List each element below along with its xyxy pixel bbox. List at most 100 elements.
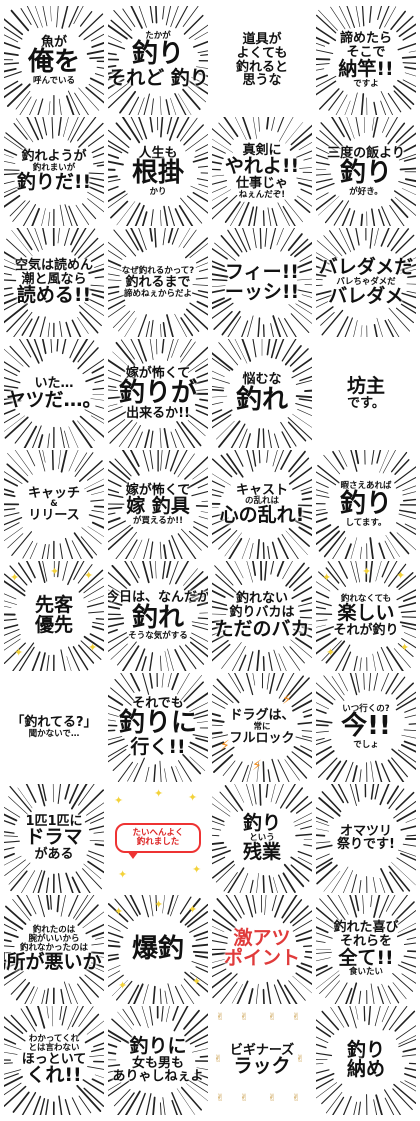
sticker-10[interactable]: なぜ釣れるかって?釣れるまで諦めねぇからだよ	[108, 228, 208, 338]
ray-line	[41, 208, 46, 227]
ray-line	[227, 867, 245, 893]
ray-line	[91, 961, 104, 968]
sticker-22[interactable]: 今日は、なんだか釣れそうな気がする	[108, 561, 208, 671]
sticker-39[interactable]: ✌✌✌✌✌✌✌✌✌✌ビギナーズラック	[212, 1006, 312, 1115]
sparkle-icon: ✦	[362, 564, 372, 578]
sticker-7[interactable]: 真剣にやれよ!!仕事じゃねぇんだぞ!	[212, 117, 312, 227]
sticker-36[interactable]: 釣れた喜びそれらを全て!!食いたい	[316, 894, 416, 1004]
sticker-21[interactable]: ✦✦✦✦✦先客優先	[4, 561, 104, 671]
ray-line	[288, 528, 310, 548]
sticker-5[interactable]: 釣れようが釣れまいが釣りだ!!	[4, 117, 104, 227]
ray-line	[276, 561, 285, 578]
sticker-19[interactable]: キャストの乱れは心の乱れ!	[212, 450, 312, 560]
sticker-9[interactable]: 空気は読めん潮と風なら読める!!	[4, 228, 104, 338]
sticker-17[interactable]: キャッチ&リリース	[4, 450, 104, 560]
sticker-6[interactable]: 人生も根掛かり	[108, 117, 208, 227]
ray-line	[212, 917, 232, 932]
ray-line	[404, 706, 416, 713]
sticker-27[interactable]: ⚡⚡⚡ドラグは、常にフルロック	[212, 672, 312, 782]
ray-line	[50, 6, 52, 22]
ray-line	[88, 595, 104, 603]
sticker-25[interactable]: 「釣れてる?」聞かないで…	[4, 673, 104, 782]
sticker-32[interactable]: オマツリ祭りです!	[316, 783, 416, 893]
ray-line	[316, 719, 333, 724]
sticker-37[interactable]: わかってくれとは言わないほっといてくれ!!	[4, 1005, 104, 1115]
ray-line	[88, 514, 104, 521]
sticker-18[interactable]: 嫁が怖くて嫁 釣具が買えるか!!	[108, 450, 208, 560]
sticker-line: 1匹1匹に	[25, 813, 83, 829]
sticker-28[interactable]: いつ行くの?今!!でしょ	[316, 672, 416, 782]
ray-line	[304, 389, 312, 393]
ray-line	[212, 834, 220, 836]
ray-line	[91, 942, 104, 946]
sticker-14[interactable]: 嫁が怖くて釣りが出来るか!!	[108, 339, 208, 449]
ray-line	[92, 152, 104, 159]
ray-line	[108, 572, 128, 590]
ray-line	[212, 265, 228, 273]
ray-line	[212, 507, 219, 509]
ray-line	[402, 485, 416, 492]
ray-line	[304, 955, 312, 959]
ray-line	[212, 189, 232, 201]
ray-line	[51, 1005, 54, 1027]
sticker-29[interactable]: 1匹1匹にドラマがある	[4, 783, 104, 893]
ray-line	[135, 1092, 146, 1115]
ray-line	[397, 922, 416, 933]
ray-line	[143, 93, 150, 116]
ray-line	[295, 637, 312, 651]
sticker-line: 釣りに	[129, 1034, 187, 1057]
sticker-31[interactable]: 釣りという残業	[212, 783, 312, 893]
ray-line	[108, 527, 134, 551]
sticker-4[interactable]: 諦めたらそこで納竿!!ですよ	[316, 6, 416, 116]
ray-line	[108, 175, 118, 179]
sticker-26[interactable]: それでも釣りに行く!!	[108, 672, 208, 782]
ray-line	[321, 1010, 340, 1031]
sticker-line: 嫁 釣具	[126, 495, 190, 518]
ray-line	[350, 450, 358, 473]
sticker-20[interactable]: 暇さえあれば釣りしてます。	[316, 450, 416, 560]
sticker-40[interactable]: 釣り納め	[316, 1005, 416, 1115]
sticker-33[interactable]: 釣れたのは腕がいいから釣れなかったのは場所が悪いから	[4, 894, 104, 1004]
sticker-12[interactable]: バレダメだバレちゃダメだバレダメ	[316, 228, 416, 338]
ray-line	[6, 463, 29, 484]
sticker-2[interactable]: たかが釣りそれど 釣り	[108, 6, 208, 116]
ray-line	[189, 243, 208, 259]
sticker-38[interactable]: 釣りに女も男もありゃしねぇよ	[108, 1005, 208, 1115]
ray-line	[71, 319, 82, 338]
sticker-34[interactable]: ✦✦✦✦✦爆釣	[108, 894, 208, 1004]
sticker-line: かり	[149, 186, 167, 197]
sticker-23[interactable]: 釣れない釣りバカはただのバカ	[212, 561, 312, 671]
sticker-1[interactable]: 魚が俺を呼んでいる	[4, 6, 104, 116]
ray-line	[191, 633, 208, 643]
sticker-35[interactable]: 激アツポイント	[212, 894, 312, 1004]
sticker-line: 読める!!	[16, 284, 92, 307]
ray-line	[388, 1005, 408, 1031]
sticker-30[interactable]: ✦✦✦✦✦たいへんよく釣れました	[108, 784, 208, 893]
ray-line	[197, 165, 208, 168]
sticker-16[interactable]: 坊主です。	[316, 339, 416, 448]
sticker-11[interactable]: フィー!!ーッシ!!	[212, 228, 312, 338]
ray-line	[14, 421, 33, 444]
ray-line	[252, 894, 257, 914]
ray-line	[355, 228, 360, 246]
ray-line	[324, 200, 344, 224]
ray-line	[4, 915, 24, 930]
sticker-13[interactable]: いた…ヤツだ…。	[4, 339, 104, 449]
ray-line	[277, 758, 290, 782]
ray-line	[89, 77, 104, 86]
ray-line	[402, 491, 416, 496]
ray-line	[354, 894, 360, 912]
ray-line	[330, 1006, 345, 1028]
ray-line	[316, 80, 337, 96]
ray-line	[175, 6, 189, 29]
sticker-24[interactable]: ✦✦✦✦✦釣れなくても楽しいそれが釣り	[316, 561, 416, 671]
ray-line	[108, 956, 120, 961]
sticker-3[interactable]: 道具がよくても釣れると思うな	[212, 6, 312, 115]
sticker-8[interactable]: 三度の飯より釣りが好き。	[316, 117, 416, 227]
ray-line	[121, 450, 140, 477]
ray-line	[262, 324, 265, 338]
sticker-15[interactable]: 悩むな釣れ	[212, 339, 312, 449]
ray-line	[108, 58, 120, 61]
ray-line	[60, 894, 66, 917]
ray-line	[268, 874, 274, 893]
